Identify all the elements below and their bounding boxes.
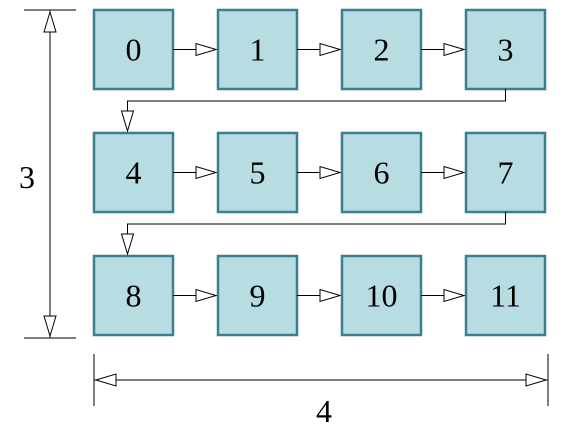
- cell-label: 7: [498, 155, 514, 191]
- cell-label: 2: [374, 32, 390, 68]
- cell-box: [92, 254, 175, 337]
- width-dimension: 4: [93, 354, 549, 429]
- cell-9: 9: [216, 254, 299, 337]
- cell-0: 0: [92, 8, 175, 91]
- wrap-arrow-head-icon: [120, 110, 135, 133]
- flow-arrow-head-icon: [443, 165, 466, 180]
- cell-label: 5: [250, 155, 266, 191]
- cell-box: [340, 254, 423, 337]
- cell-label: 1: [250, 32, 266, 68]
- cell-7: 7: [464, 131, 547, 214]
- flow-arrow-head-icon: [319, 288, 342, 303]
- wrap-arrow-line: [127, 89, 506, 113]
- cell-3: 3: [464, 8, 547, 91]
- height-dim-bottom-arrow-icon: [43, 315, 57, 338]
- height-dim-label: 3: [19, 159, 35, 195]
- cell-4: 4: [92, 131, 175, 214]
- flow-arrow-head-icon: [195, 288, 218, 303]
- cell-label: 9: [250, 278, 266, 314]
- cell-label: 8: [126, 278, 142, 314]
- wrap-arrow-head-icon: [120, 233, 135, 256]
- cell-box: [92, 131, 175, 214]
- cell-6: 6: [340, 131, 423, 214]
- arrow-group: [120, 42, 506, 303]
- cell-label: 11: [490, 278, 521, 314]
- cell-group: 0 1 2 3 4 5 6 7 8 9 10 11: [92, 8, 547, 337]
- cell-5: 5: [216, 131, 299, 214]
- cell-label: 6: [374, 155, 390, 191]
- cell-2: 2: [340, 8, 423, 91]
- flow-arrow-head-icon: [195, 42, 218, 57]
- wrap-arrow-line: [127, 212, 506, 236]
- cell-box: [340, 131, 423, 214]
- width-dim-right-arrow-icon: [525, 373, 548, 387]
- flow-arrow-head-icon: [443, 288, 466, 303]
- width-dim-left-arrow-icon: [94, 373, 117, 387]
- flow-arrow-head-icon: [195, 165, 218, 180]
- cell-10: 10: [340, 254, 423, 337]
- cell-label: 4: [126, 155, 142, 191]
- cell-box: [340, 8, 423, 91]
- flow-arrow-head-icon: [319, 42, 342, 57]
- cell-1: 1: [216, 8, 299, 91]
- height-dimension: 3: [19, 9, 76, 339]
- cell-box: [216, 8, 299, 91]
- flow-arrow-head-icon: [319, 165, 342, 180]
- cell-box: [464, 8, 547, 91]
- cell-box: [92, 8, 175, 91]
- width-dim-label: 4: [316, 393, 332, 429]
- cell-box: [464, 254, 547, 337]
- flow-arrow-head-icon: [443, 42, 466, 57]
- height-dim-top-arrow-icon: [43, 10, 57, 33]
- cell-8: 8: [92, 254, 175, 337]
- cell-label: 3: [498, 32, 514, 68]
- cell-box: [464, 131, 547, 214]
- cell-11: 11: [464, 254, 547, 337]
- cell-label: 0: [126, 32, 142, 68]
- cell-label: 10: [366, 278, 398, 314]
